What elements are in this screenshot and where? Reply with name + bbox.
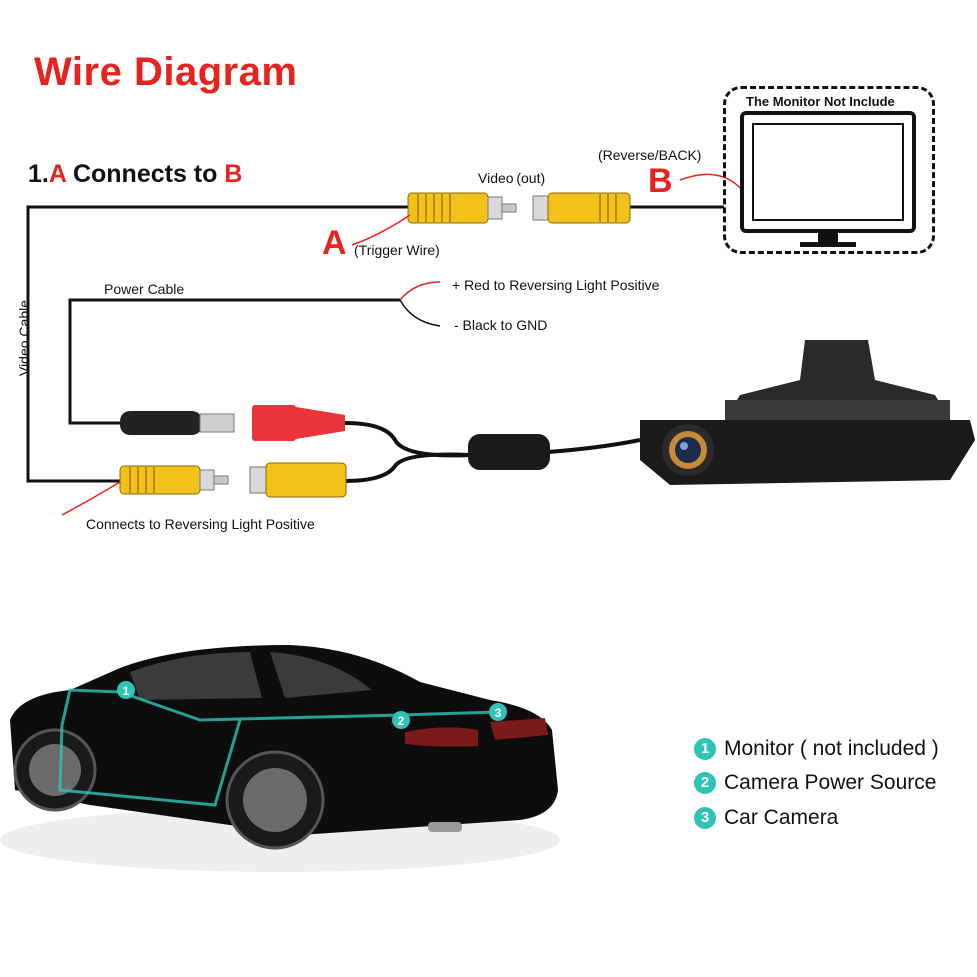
instruction-a: A — [48, 160, 66, 188]
car-marker-3-label: 3 — [495, 706, 502, 720]
black-wire-lead — [399, 299, 441, 327]
black-gnd-label: - Black to GND — [454, 317, 548, 333]
car-illustration — [0, 645, 560, 872]
video-cable-label: Video Cable — [16, 299, 33, 377]
legend-text-2: Camera Power Source — [724, 771, 937, 794]
power-cable-wire — [68, 298, 400, 425]
rear-camera-handle — [640, 340, 975, 485]
legend-item-power: 2 Camera Power Source — [694, 771, 936, 795]
reversing-light-label: Connects to Reversing Light Positive — [86, 516, 315, 532]
legend-text-3: Car Camera — [724, 806, 839, 829]
point-b-label: B — [648, 162, 673, 200]
monitor-dashed-frame — [723, 86, 935, 254]
connection-instruction: 1.A Connects to B — [28, 160, 242, 189]
car-marker-3 — [489, 703, 507, 721]
diagram-title: Wire Diagram — [34, 50, 298, 94]
pointer-a — [351, 214, 411, 246]
car-marker-1-label: 1 — [123, 684, 130, 698]
instruction-middle: Connects to — [66, 160, 225, 188]
red-power-connector — [252, 405, 345, 441]
inline-filter-box — [468, 434, 550, 470]
video-cable-wire — [26, 205, 410, 483]
camera-video-wire — [344, 452, 471, 483]
instruction-b: B — [224, 160, 243, 188]
dc-power-connector — [120, 411, 235, 435]
yellow-video-connector-left — [119, 465, 229, 495]
legend-item-camera: 3 Car Camera — [694, 806, 838, 830]
instruction-prefix: 1. — [28, 160, 49, 188]
legend-badge-1: 1 — [694, 738, 716, 760]
legend-badge-3: 3 — [694, 807, 716, 829]
red-wire-lead — [399, 281, 441, 301]
yellow-video-connector-right — [249, 462, 347, 498]
monitor-illustration — [740, 111, 916, 247]
legend-text-1: Monitor ( not included ) — [724, 737, 939, 760]
video-out-label: Video (out) — [478, 170, 546, 186]
pointer-b — [679, 173, 743, 191]
monitor-note: The Monitor Not Include — [746, 94, 895, 109]
point-a-label: A — [322, 224, 347, 262]
rca-connector-a — [407, 192, 517, 224]
legend-item-monitor: 1 Monitor ( not included ) — [694, 737, 939, 761]
red-positive-label: + Red to Reversing Light Positive — [452, 277, 660, 293]
camera-cable — [547, 438, 641, 454]
car-marker-2-label: 2 — [398, 714, 405, 728]
pointer-reversing-light — [61, 481, 121, 516]
power-cable-label: Power Cable — [104, 281, 185, 297]
car-marker-1 — [117, 681, 135, 699]
rca-connector-b — [532, 192, 631, 224]
reverse-back-label: (Reverse/BACK) — [598, 147, 702, 163]
car-marker-2 — [392, 711, 410, 729]
camera-power-wire — [344, 421, 471, 458]
trigger-wire-label: (Trigger Wire) — [354, 242, 440, 258]
legend-badge-2: 2 — [694, 772, 716, 794]
